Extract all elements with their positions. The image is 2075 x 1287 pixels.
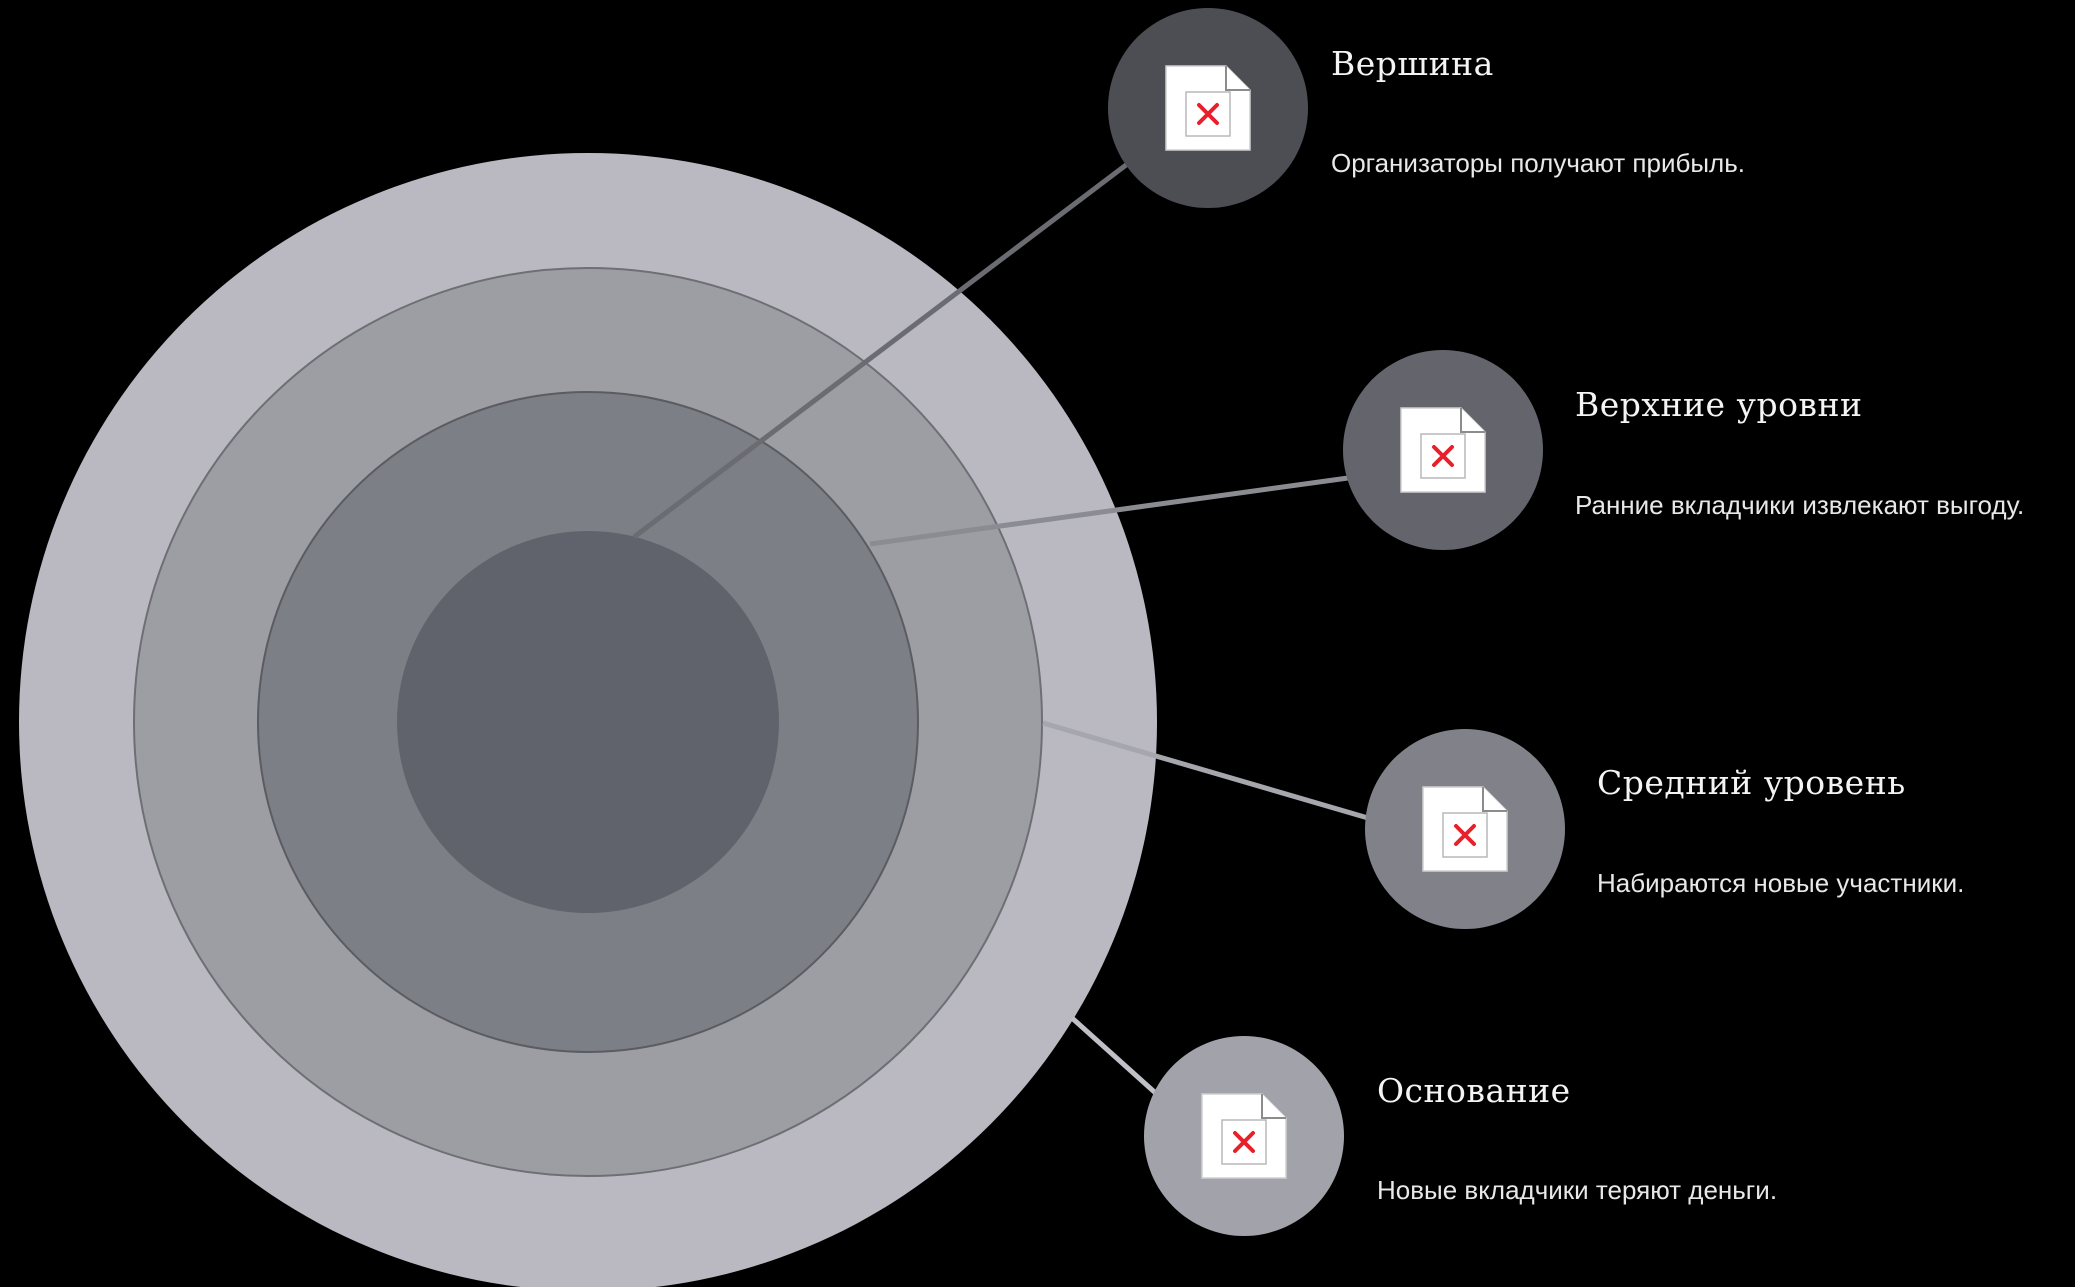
level-title-upper: Верхние уровни: [1575, 385, 1863, 424]
level-title-middle: Средний уровень: [1597, 763, 1906, 802]
level-description-upper: Ранние вкладчики извлекают выгоду.: [1575, 490, 2025, 520]
level-description-middle: Набираются новые участники.: [1597, 868, 1965, 898]
level-title-base: Основание: [1377, 1071, 1571, 1110]
connector-apex: [632, 160, 1132, 539]
broken-image-icon: [1165, 65, 1251, 151]
broken-image-icon: [1201, 1093, 1287, 1179]
ring-core: [397, 531, 779, 913]
broken-image-icon: [1422, 786, 1508, 872]
level-description-apex: Организаторы получают прибыль.: [1331, 148, 1745, 178]
connector-middle: [1042, 720, 1369, 821]
level-description-base: Новые вкладчики теряют деньги.: [1377, 1175, 1778, 1205]
level-title-apex: Вершина: [1331, 44, 1494, 83]
connector-upper: [869, 475, 1349, 547]
broken-image-icon: [1400, 407, 1486, 493]
connector-base: [1070, 1016, 1162, 1099]
